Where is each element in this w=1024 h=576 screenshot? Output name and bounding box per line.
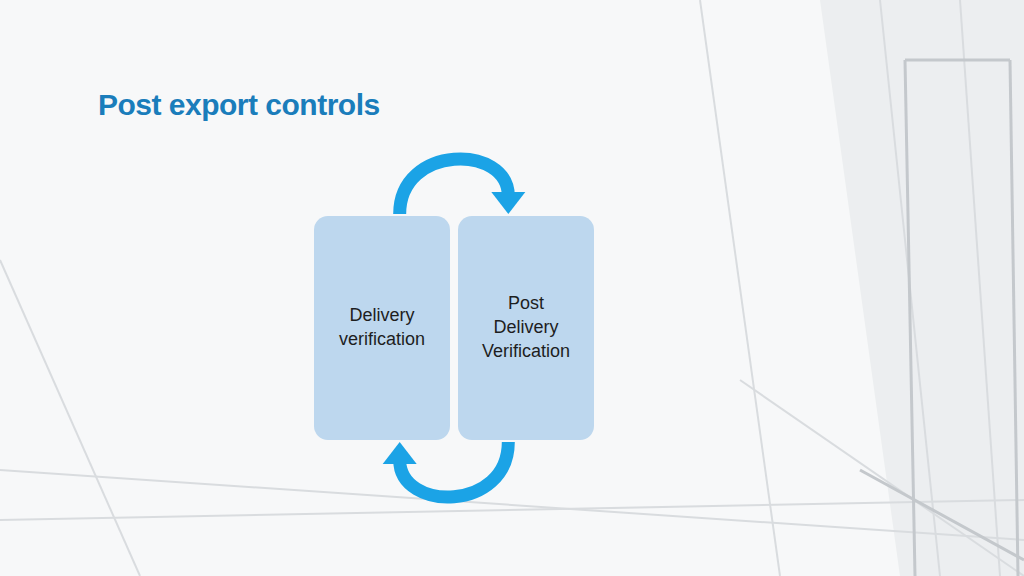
process-box: Post Delivery Verification xyxy=(458,216,594,440)
arrow-arc xyxy=(400,159,509,214)
arrow-arc xyxy=(400,442,509,497)
box-label: Delivery verification xyxy=(322,304,442,352)
slide-title: Post export controls xyxy=(98,88,380,122)
process-box: Delivery verification xyxy=(314,216,450,440)
cycle-arrow xyxy=(400,159,526,214)
box-text-group: Post Delivery Verification xyxy=(476,292,576,364)
cycle-arrow xyxy=(383,442,509,497)
box-text-group: Delivery verification xyxy=(322,304,442,352)
box-label: Post Delivery Verification xyxy=(476,292,576,364)
window-shade xyxy=(820,0,1024,576)
window-frame xyxy=(860,60,1024,576)
arrow-head xyxy=(383,442,417,464)
arrow-head xyxy=(491,192,525,214)
